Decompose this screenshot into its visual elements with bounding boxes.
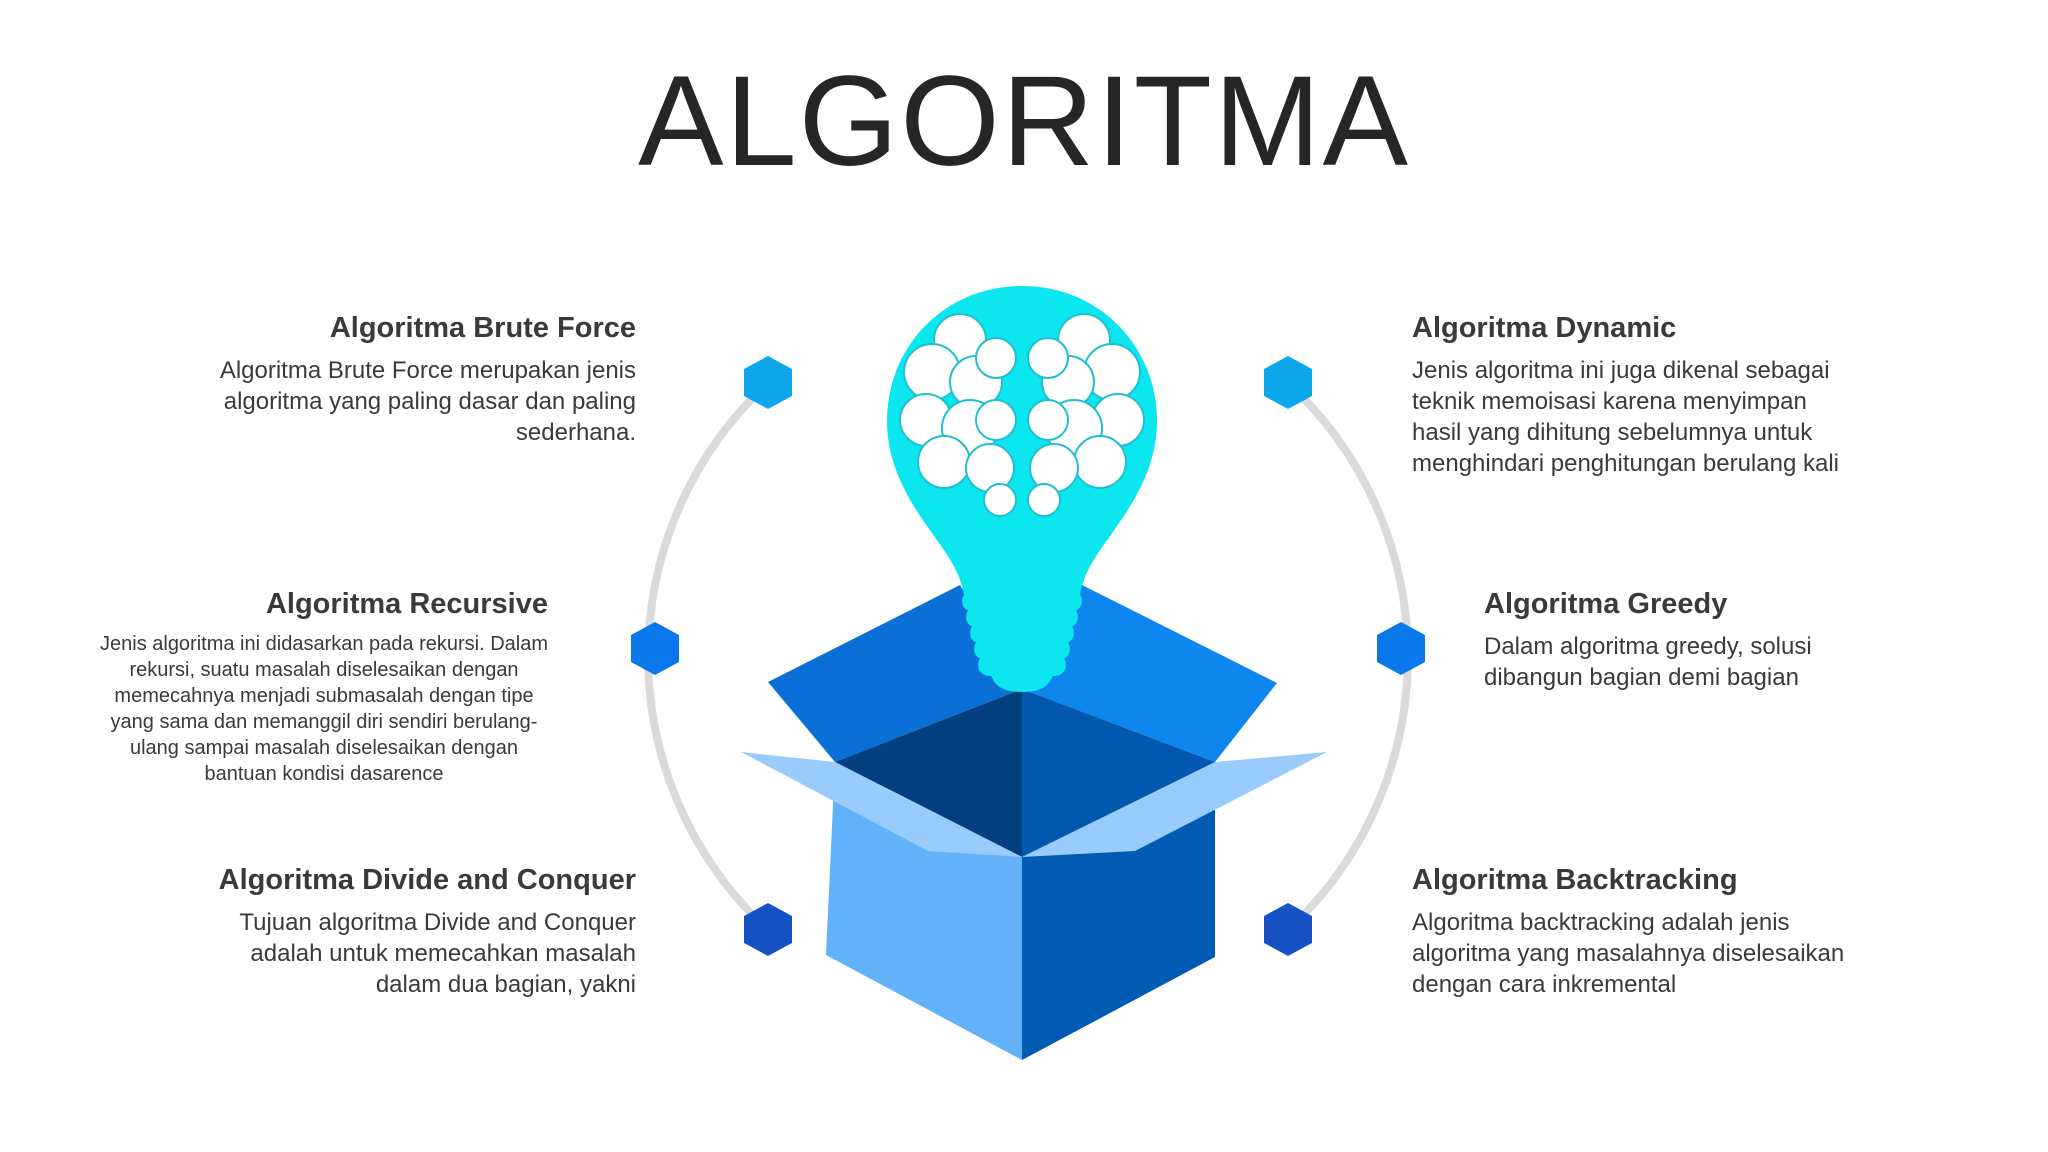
item-heading: Algoritma Dynamic — [1412, 312, 1677, 344]
item-description: Jenis algoritma ini didasarkan pada reku… — [100, 633, 548, 785]
lightbulb-brain-icon — [887, 286, 1157, 692]
hexagon-node-dynamic — [1264, 356, 1312, 409]
item-heading: Algoritma Divide and Conquer — [218, 864, 636, 896]
hexagon-node-greedy — [1377, 622, 1425, 675]
box-back-flaps — [768, 585, 1277, 762]
hexagon-node-brute-force — [744, 356, 792, 409]
item-greedy: Algoritma Greedy Dalam algoritma greedy,… — [1484, 588, 1864, 693]
hexagon-node-recursive — [631, 622, 679, 675]
item-recursive: Algoritma Recursive Jenis algoritma ini … — [100, 588, 548, 787]
item-heading: Algoritma Recursive — [265, 588, 548, 620]
item-dynamic: Algoritma Dynamic Jenis algoritma ini ju… — [1412, 312, 1862, 479]
item-description: Dalam algoritma greedy, solusi dibangun … — [1484, 633, 1812, 691]
item-description: Algoritma backtracking adalah jenis algo… — [1412, 909, 1845, 998]
item-heading: Algoritma Backtracking — [1412, 864, 1738, 896]
item-backtracking: Algoritma Backtracking Algoritma backtra… — [1412, 864, 1852, 1000]
brain-left-hemisphere — [899, 313, 1017, 517]
item-brute-force: Algoritma Brute Force Algoritma Brute Fo… — [130, 312, 636, 448]
item-description: Algoritma Brute Force merupakan jenis al… — [219, 357, 636, 446]
brain-right-hemisphere — [1027, 313, 1145, 517]
item-description: Tujuan algoritma Divide and Conquer adal… — [239, 909, 636, 998]
box-interior — [835, 689, 1215, 857]
item-heading: Algoritma Brute Force — [329, 312, 636, 344]
item-divide-conquer: Algoritma Divide and Conquer Tujuan algo… — [180, 864, 636, 1000]
hexagon-node-divide-conquer — [744, 903, 792, 956]
box-front-flaps — [741, 752, 1327, 857]
page-title: ALGORITMA — [638, 50, 1410, 193]
hexagon-node-backtracking — [1264, 903, 1312, 956]
item-description: Jenis algoritma ini juga dikenal sebagai… — [1412, 357, 1839, 477]
item-heading: Algoritma Greedy — [1484, 588, 1728, 620]
